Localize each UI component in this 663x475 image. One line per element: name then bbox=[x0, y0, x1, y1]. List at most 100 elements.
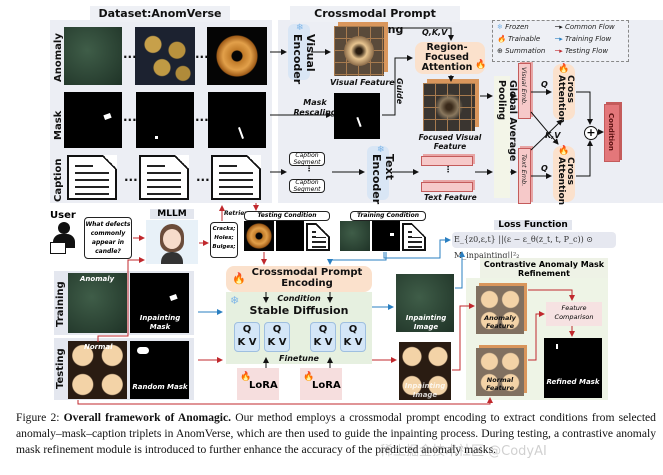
trainable-icon: 🔥 bbox=[558, 64, 570, 74]
frozen-icon: ❄ bbox=[377, 145, 385, 155]
legend-testing-flow: ─▸ Testing Flow bbox=[555, 47, 609, 55]
testing-condition-caption bbox=[306, 223, 330, 251]
mllm-label: MLLM bbox=[150, 209, 194, 219]
mask-image-2 bbox=[136, 92, 194, 148]
normal-feature-cube bbox=[476, 348, 524, 396]
testing-condition-image bbox=[244, 221, 274, 251]
anomaly-image-donut bbox=[207, 27, 267, 85]
caption-document-icon bbox=[67, 155, 117, 200]
figure-description: Our method employs a crossmodal prompt e… bbox=[16, 411, 656, 456]
frozen-icon: ❄ bbox=[296, 23, 304, 33]
text-emb: Text Emb. bbox=[518, 148, 531, 204]
inpainting-mask-label: Inpainting Mask bbox=[139, 314, 181, 331]
arrow-normal-to-mllm bbox=[97, 257, 145, 342]
figure-label: Figure 2: bbox=[16, 411, 60, 424]
global-average-pooling: Global Average Pooling bbox=[494, 76, 518, 198]
visual-feature-cube bbox=[334, 26, 384, 76]
training-condition-caption bbox=[402, 223, 426, 251]
qkv-label: Q,K,V bbox=[422, 28, 448, 37]
ellipsis: ... bbox=[123, 110, 137, 124]
legend-frozen: ❄ Frozen bbox=[497, 23, 529, 31]
ellipsis: ... bbox=[195, 110, 209, 124]
guide-label: Guide bbox=[395, 78, 404, 105]
ellipsis: ... bbox=[123, 47, 137, 61]
arrow-icon: ─▸ bbox=[555, 35, 563, 43]
kv-label: K,V bbox=[545, 131, 561, 140]
q-label: Q bbox=[541, 80, 548, 89]
training-condition-mask bbox=[372, 221, 400, 251]
arrow-guide bbox=[382, 55, 413, 116]
text-encoder: ❄ Text Encoder bbox=[367, 145, 396, 204]
refine-title: Contrastive Anomaly Mask Refinement bbox=[480, 258, 608, 280]
anomaly-image-pills bbox=[64, 27, 122, 85]
caption-segment-2: Caption Segment bbox=[289, 179, 325, 193]
trainable-icon: 🔥 bbox=[240, 372, 252, 382]
summation-icon: ⊕ bbox=[497, 47, 503, 55]
rescaled-mask bbox=[334, 93, 380, 139]
visual-feature-label: Visual Feature bbox=[330, 78, 395, 87]
refined-mask-label: Refined Mask bbox=[546, 378, 600, 386]
text-feature-bar-2 bbox=[421, 182, 473, 192]
training-inpainting-image bbox=[396, 274, 454, 332]
arrow-normal-bottom-to-feature bbox=[77, 397, 493, 405]
mllm-avatar bbox=[146, 220, 198, 264]
training-condition-label: Training Condition bbox=[350, 211, 426, 221]
anomaly-label: Anomaly bbox=[80, 275, 115, 283]
arrow-top-to-sum bbox=[576, 91, 593, 125]
anomaly-feature-cube bbox=[476, 286, 524, 334]
user-icon bbox=[50, 222, 78, 256]
focused-feature-label: Focused Visual Feature bbox=[418, 133, 482, 151]
arrow-cross-1 bbox=[530, 111, 559, 145]
trainable-icon: 🔥 bbox=[232, 272, 246, 285]
arrow-training-condition-to-prompt bbox=[327, 252, 387, 265]
frozen-icon: ❄ bbox=[497, 23, 503, 31]
testing-inpainting-image bbox=[399, 342, 451, 400]
arrow-bottom-to-sum bbox=[576, 140, 593, 177]
user-question: What defects commonly appear in candle? bbox=[84, 217, 132, 259]
arrow-anomaly-feature-to-comparison bbox=[528, 289, 575, 301]
arrow-icon: ─▸ bbox=[555, 47, 563, 55]
arrow-testing-image-to-anomaly-feature bbox=[452, 303, 475, 371]
region-focused-attention: Region-Focused Attention 🔥 bbox=[415, 42, 487, 74]
mask-image-3 bbox=[208, 92, 266, 148]
inpainting-image-label: Inpainting Image bbox=[405, 314, 447, 331]
mask-image-1 bbox=[64, 92, 122, 148]
focused-visual-feature-cube bbox=[423, 83, 475, 131]
normal-label: Normal bbox=[84, 343, 113, 351]
arrow-icon: ─▸ bbox=[555, 23, 563, 31]
inpainting-mask bbox=[130, 273, 189, 333]
loss-formula: E_{z0,ε,t} ||(ε − ε_θ(z_t, t, P_c)) ⊙ M_… bbox=[452, 232, 616, 260]
watermark: 稀土掘金技术社区 @CodyAI bbox=[380, 444, 547, 459]
trainable-icon: 🔥 bbox=[558, 146, 570, 156]
q-label: Q bbox=[541, 164, 548, 173]
arrow-cross-2 bbox=[530, 119, 563, 151]
lora-block-2: 🔥 LoRA bbox=[300, 368, 342, 400]
random-mask bbox=[130, 341, 189, 399]
anomaly-feature-label: Anomaly Feature bbox=[484, 314, 516, 330]
summation-icon: + bbox=[584, 126, 598, 140]
refined-mask bbox=[544, 338, 602, 398]
retrieve-label: Retrieve bbox=[224, 210, 253, 217]
trainable-icon: 🔥 bbox=[475, 60, 487, 70]
random-mask-label: Random Mask bbox=[132, 383, 188, 391]
arrow-normal-feature-to-comparison bbox=[528, 311, 545, 361]
caption-document-icon bbox=[211, 155, 261, 200]
arrow-feature-to-attention bbox=[388, 27, 454, 41]
trainable-icon: 🔥 bbox=[303, 372, 315, 382]
inpainting-image-label: Inpainting Image bbox=[404, 382, 446, 399]
visual-encoder: ❄ Visual Encoder bbox=[288, 23, 317, 84]
mask-rescaling-label: Mask Rescaling bbox=[293, 98, 337, 117]
caption-document-icon bbox=[139, 155, 189, 200]
dataset-title: Dataset:AnomVerse bbox=[90, 6, 230, 22]
text-feature-label: Text Feature bbox=[424, 193, 477, 202]
legend: ❄ Frozen 🔥 Trainable ⊕ Summation ─▸ Comm… bbox=[492, 20, 629, 62]
legend-summation: ⊕ Summation bbox=[497, 47, 546, 55]
training-anomaly-image bbox=[68, 273, 127, 333]
normal-feature-label: Normal Feature bbox=[485, 376, 515, 392]
